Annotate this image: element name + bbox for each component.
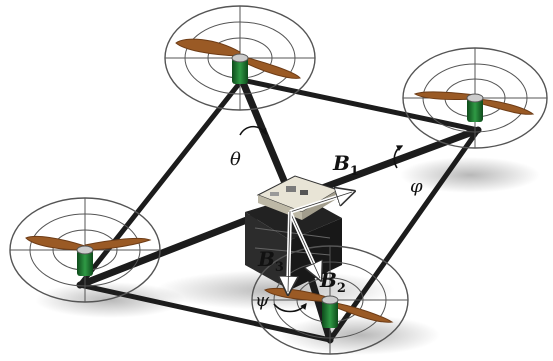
label-b1: B1 — [332, 151, 359, 179]
label-b2: B2 — [319, 268, 346, 296]
rotor-right — [402, 47, 548, 149]
rotor-top-left — [164, 5, 316, 111]
label-phi: φ — [410, 176, 423, 197]
labels: θ φ ψ B1 B2 B3 — [230, 149, 423, 311]
theta-rotation-arrow — [239, 125, 267, 136]
label-theta: θ — [230, 149, 241, 170]
body-axes — [288, 192, 352, 292]
rotor-left — [9, 197, 161, 303]
arm-front-left — [238, 76, 294, 199]
frame-bar-top — [239, 77, 481, 133]
psi-rotation-arrow — [273, 303, 307, 313]
frame-bar-bottom — [77, 282, 333, 343]
rotation-arrows — [239, 125, 404, 313]
frame-bar-left — [77, 77, 245, 288]
label-psi: ψ — [255, 290, 270, 311]
frame-bar-right — [327, 127, 481, 343]
label-b3: B3 — [257, 247, 284, 275]
phi-rotation-arrow — [393, 145, 404, 169]
